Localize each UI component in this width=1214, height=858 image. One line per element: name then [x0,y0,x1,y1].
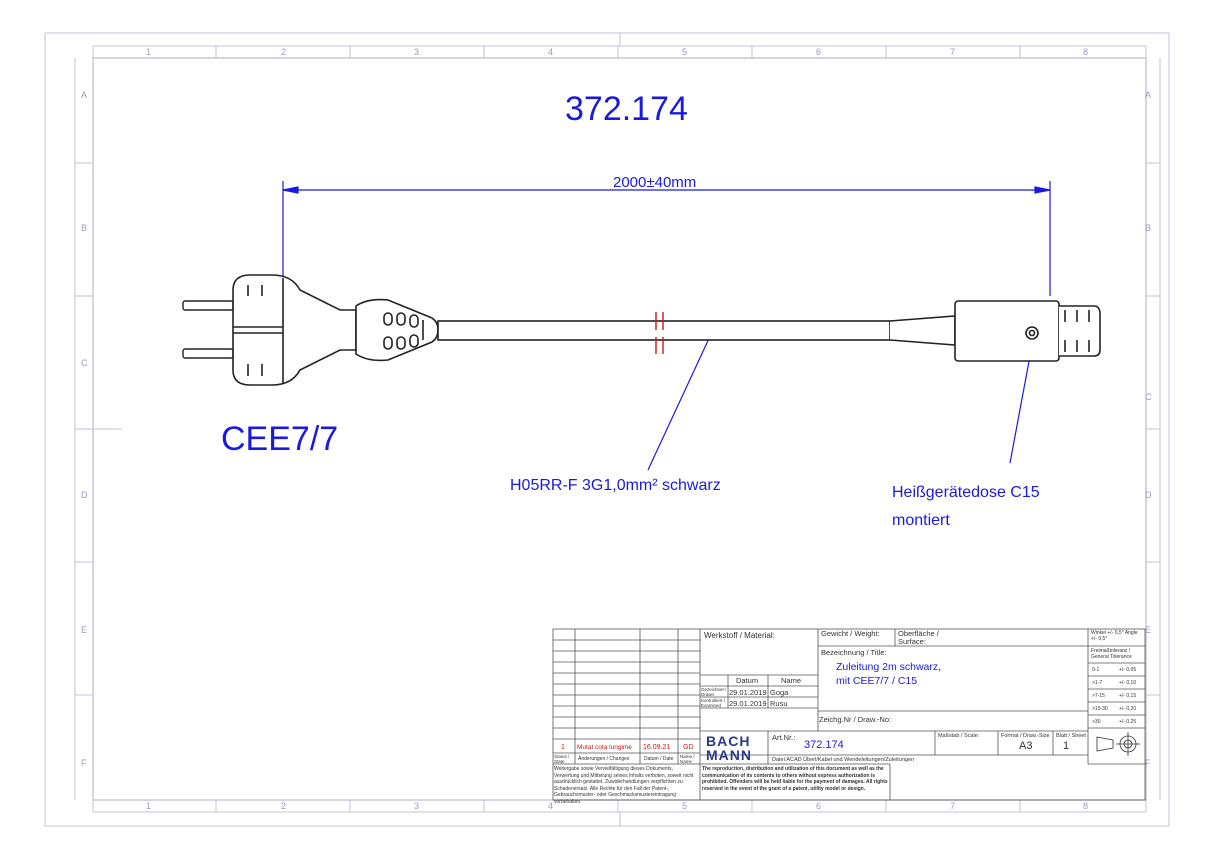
plug-pins [182,300,234,359]
drawn-label: Gezeichnet / Drawn [701,687,727,697]
material-label: Werkstoff / Material: [704,631,775,640]
row-label: C [1145,392,1152,402]
scale-label: Maßstab / Scale: [938,733,980,739]
art-nr-label: Art.Nr.: [772,733,796,742]
column-label: 8 [1083,801,1089,811]
checked-label: Kontrolliert / Examined [701,698,726,708]
checked-name: Rusu [770,699,788,708]
connector-c15 [954,300,1101,362]
cable-label: H05RR-F 3G1,0mm² schwarz [510,477,721,494]
revision-status-header: Status / State [554,754,570,764]
tolerance-range: >7-15 [1092,693,1105,699]
title-block-grid [552,628,1146,801]
row-label: E [1145,625,1152,635]
art-nr-value: 372.174 [804,739,844,751]
general-tolerance-label: Freimaßtoleranz / General Tolerance [1091,648,1132,660]
tolerance-range: 0-1 [1092,667,1100,673]
tolerance-range: >30 [1092,719,1101,725]
title-line-1: Zuleitung 2m schwarz, [836,661,942,673]
leader-lines [647,331,1031,471]
revision-change: Mutat cota lungime [577,744,632,751]
column-label: 2 [281,801,287,811]
outer-frame [44,32,1170,827]
column-label: 2 [281,47,287,57]
column-label: 4 [548,801,554,811]
title-label: Bezeichnung / Title: [821,648,887,657]
column-label: 8 [1083,47,1089,57]
drawing-no-label: Zeichg.Nr / Draw.-No: [819,715,892,724]
bachmann-logo-line1: BACH [706,733,751,749]
sheet-value: 1 [1063,740,1070,752]
row-label: D [1145,490,1152,500]
length-dimension: 2000±40mm [613,174,697,191]
revision-changes-header: Änderungen / Changes [578,756,630,762]
title-line-2: mit CEE7/7 / C15 [836,675,918,687]
revision-index: 1 [561,744,565,751]
copyright-notice-en: The reproduction, distribution and utili… [702,766,888,792]
revision-name: GD [683,744,694,751]
column-label: 7 [950,801,956,811]
tolerance-value: +/- 0,05 [1119,667,1137,673]
plug-cee77 [232,274,439,386]
column-label: 3 [414,801,420,811]
format-value: A3 [1019,740,1033,752]
tolerance-range: >1-7 [1092,680,1103,686]
revision-date-header: Datum / Date [644,756,674,762]
name-header: Name [781,676,802,685]
row-label: B [1145,223,1152,233]
tolerance-value: +/- 0,15 [1119,693,1137,699]
column-label: 5 [682,801,688,811]
row-label: A [1145,90,1152,100]
row-label: F [1145,758,1151,768]
column-label: 3 [414,47,420,57]
revision-name-header: Name / Name [680,754,695,764]
column-label: 6 [816,801,822,811]
cable [437,315,956,346]
plug-label: CEE7/7 [221,420,339,458]
angle-tolerance: Winkel +/- 0,5° Angle +/- 0,5° [1091,630,1138,642]
date-header: Datum [736,676,759,685]
tolerance-value: +/- 0,10 [1119,680,1137,686]
column-label: 5 [682,47,688,57]
weight-label: Gewicht / Weight: [821,629,880,638]
tolerance-range: >15-30 [1092,706,1108,712]
row-label: B [81,223,88,233]
checked-date: 29.01.2019 [729,699,767,708]
zone-ticks [74,33,1161,826]
drawn-date: 29.01.2019 [729,688,767,697]
cable-break-marks [655,312,664,354]
format-label: Format / Draw.-Size [1001,733,1050,739]
column-label: 7 [950,47,956,57]
column-label: 1 [146,801,152,811]
column-label: 1 [146,47,152,57]
bachmann-logo-line2: MANN [706,747,752,763]
row-label: D [81,490,88,500]
column-label: 4 [548,47,554,57]
row-label: A [81,90,88,100]
column-label: 6 [816,47,822,57]
tolerance-value: +/- 0,25 [1119,719,1137,725]
drawn-name: Goga [770,688,789,697]
revision-date: 16.09.21 [643,744,671,751]
sheet-label: Blatt / Sheet [1056,733,1086,739]
surface-label: Oberfläche / Surface: [898,629,939,646]
tolerance-value: +/- 0,20 [1119,706,1137,712]
row-label: F [81,758,87,768]
connector-label: Heißgerätedose C15 [892,484,1040,501]
part-number-heading: 372.174 [565,90,688,128]
dimension-line [282,181,1051,302]
row-label: C [81,358,88,368]
file-path: Datei:ACAD Überl/Kabel und Wendeleitunge… [772,757,915,763]
connector-label-mounted: montiert [892,512,950,529]
row-label: E [81,625,88,635]
projection-symbol [1096,732,1140,756]
copyright-notice-de: Weitergabe sowie Vervielfältigung dieses… [554,766,694,805]
